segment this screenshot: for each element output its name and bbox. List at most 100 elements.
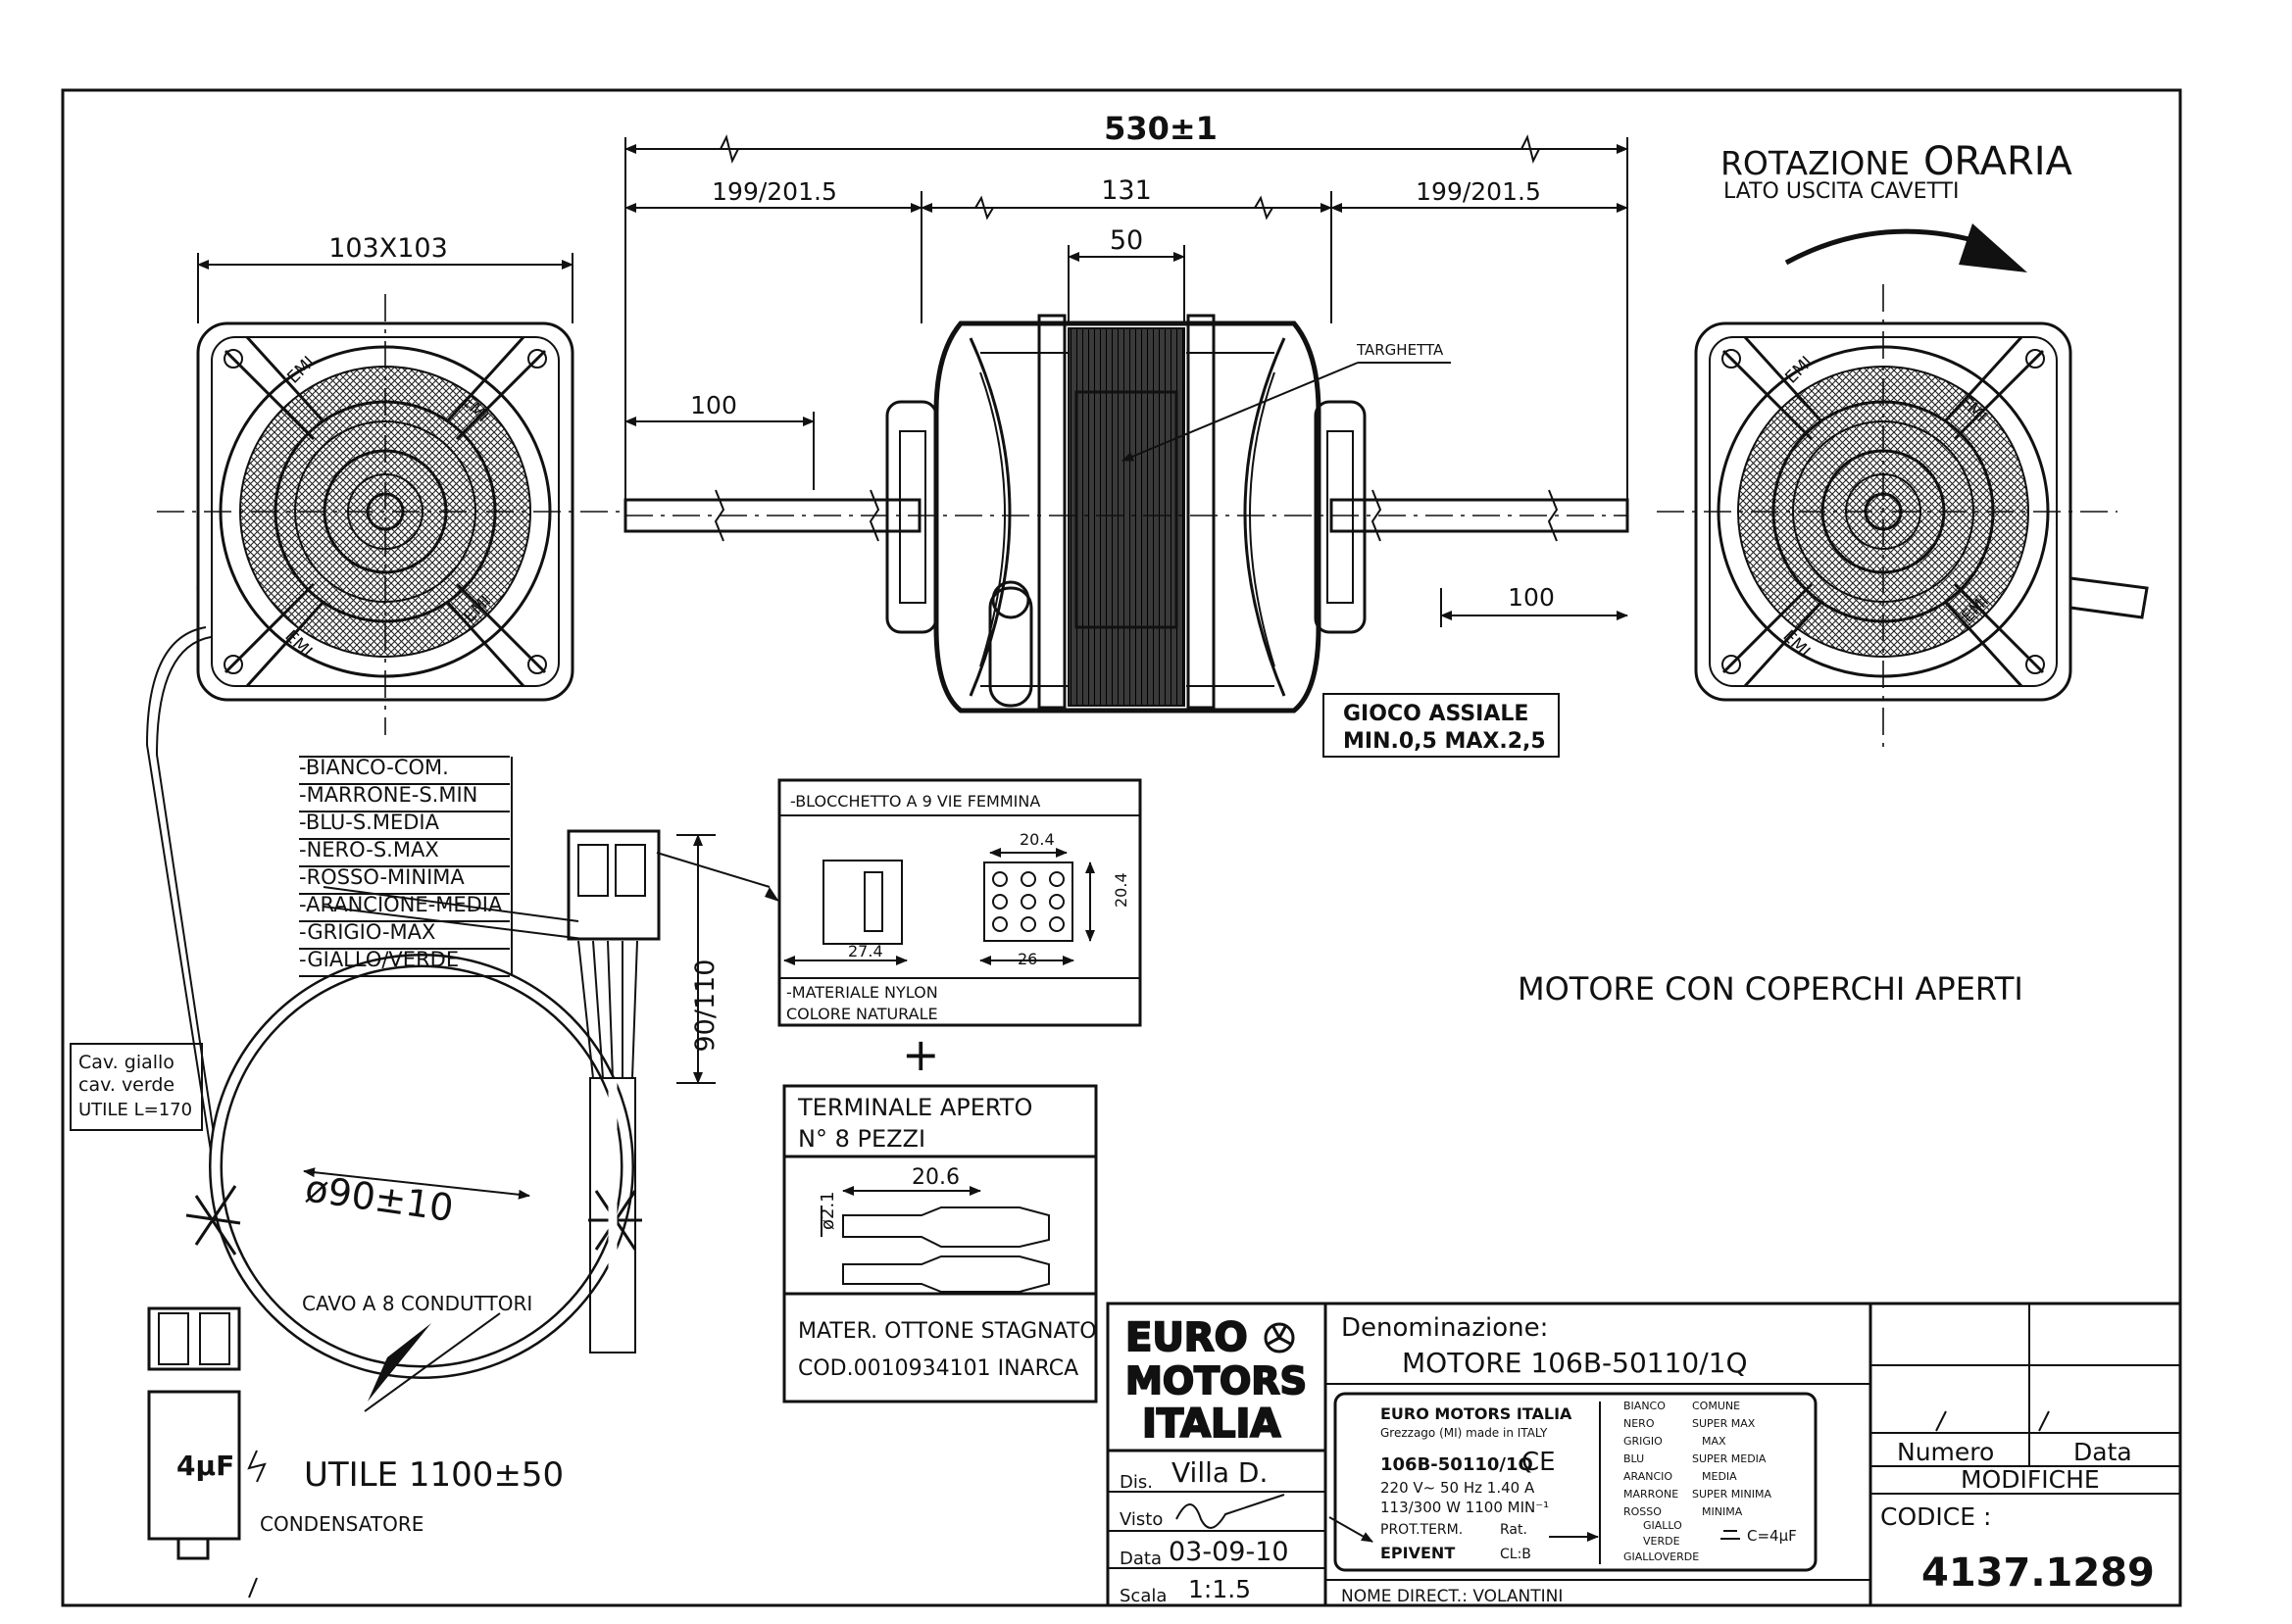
nameplate-wire-color: MARRONE	[1623, 1488, 1678, 1501]
nameplate-wire-color: NERO	[1623, 1417, 1655, 1430]
motor-side-view	[623, 314, 1629, 714]
logo-motors: MOTORS	[1125, 1359, 1307, 1403]
dim-coil-diameter: ø90±10	[303, 1166, 456, 1230]
dim-usable-length: UTILE 1100±50	[304, 1455, 564, 1495]
terminal-dim-diameter: ø2.1	[818, 1191, 838, 1230]
data-column-label: Data	[2073, 1438, 2132, 1466]
connector-material: -MATERIALE NYLON	[786, 983, 938, 1002]
rotation-arrow-icon	[1959, 223, 2027, 272]
scala-label: Scala	[1120, 1586, 1167, 1606]
nameplate-wire-speed: MAX	[1702, 1435, 1726, 1448]
axial-play-values: MIN.0,5 MAX.2,5	[1343, 729, 1546, 754]
terminal-material: MATER. OTTONE STAGNATO	[798, 1319, 1097, 1344]
dim-connector-drop: 90/110	[690, 960, 721, 1053]
cable-assembly	[93, 583, 779, 1599]
nameplate-capacitor: C=4µF	[1747, 1527, 1797, 1545]
wire-legend-item: -MARRONE-S.MIN	[299, 783, 477, 807]
nameplate-wire-speed: MEDIA	[1702, 1470, 1737, 1483]
nameplate-wire-color: GIALLOVERDE	[1623, 1550, 1699, 1563]
nameplate-wire-speed: COMUNE	[1692, 1400, 1740, 1412]
nameplate-wire-color: ARANCIO	[1623, 1470, 1672, 1483]
dim-shaft-right: 199/201.5	[1416, 177, 1541, 206]
nameplate-electrical: 220 V~ 50 Hz 1.40 A	[1380, 1479, 1535, 1497]
wire-legend-item: -GRIGIO-MAX	[299, 920, 435, 944]
rotation-note: ROTAZIONE ORARIA LATO USCITA CAVETTI	[1720, 139, 2073, 272]
nameplate-brand: EURO MOTORS ITALIA	[1380, 1404, 1572, 1423]
codice-value: 4137.1289	[1921, 1550, 2155, 1596]
connector-dim-top: 20.4	[1020, 830, 1055, 849]
capacitor-label: CONDENSATORE	[260, 1512, 424, 1536]
logo-italia: ITALIA	[1142, 1402, 1280, 1447]
dim-overall-length: 530±1	[1104, 110, 1218, 147]
nameplate-epivent: EPIVENT	[1380, 1544, 1455, 1562]
capacitor-value: 4µF	[176, 1450, 234, 1482]
terminal-dim-length: 20.6	[912, 1165, 960, 1190]
visto-label: Visto	[1120, 1509, 1163, 1530]
dis-value: Villa D.	[1171, 1456, 1268, 1489]
cable-label: CAVO A 8 CONDUTTORI	[302, 1292, 532, 1315]
connector-dim-width: 26	[1018, 950, 1037, 968]
modifiche-label: MODIFICHE	[1961, 1465, 2100, 1494]
dim-left-tip: 100	[690, 391, 737, 419]
connector-dim-side: 20.4	[1112, 872, 1130, 908]
nameplate-prot: PROT.TERM.	[1380, 1522, 1463, 1538]
wire-legend-item: -BLU-S.MEDIA	[299, 811, 440, 834]
left-end-view: EMI EMI EMI EMI	[157, 294, 627, 735]
ce-mark: CE	[1521, 1448, 1556, 1477]
terminal-code: COD.0010934101 INARCA	[798, 1356, 1078, 1381]
nameplate-wire-color: GIALLO	[1643, 1519, 1682, 1532]
codice-label: CODICE :	[1880, 1502, 1991, 1531]
signature	[1175, 1494, 1285, 1529]
denominazione-value: MOTORE 106B-50110/1Q	[1402, 1347, 1748, 1379]
denominazione-label: Denominazione:	[1341, 1313, 1548, 1343]
nameplate-wire-speed: MINIMA	[1702, 1505, 1743, 1518]
nameplate-wire-color: VERDE	[1643, 1535, 1680, 1548]
rotation-subtitle: LATO USCITA CAVETTI	[1723, 179, 1959, 204]
plus-sign: +	[902, 1028, 940, 1081]
targhetta-label: TARGHETTA	[1356, 341, 1444, 359]
dimension-lines-top	[197, 134, 1628, 627]
terminal-box	[782, 1084, 1098, 1403]
nameplate-wire-speed: SUPER MAX	[1692, 1417, 1756, 1430]
connector-title: -BLOCCHETTO A 9 VIE FEMMINA	[790, 792, 1040, 811]
ground-wire-note	[70, 1043, 203, 1131]
axial-play-box	[1322, 693, 1560, 758]
wire-legend-item: -GIALLO/VERDE	[299, 948, 459, 971]
terminal-title: TERMINALE APERTO	[797, 1094, 1032, 1121]
rotation-prefix: ROTAZIONE	[1720, 144, 1910, 182]
dim-flange: 103X103	[328, 233, 448, 264]
wire-legend-item: -ARANCIONE-MEDIA	[299, 893, 503, 916]
ground-wire-line3: UTILE L=170	[78, 1100, 192, 1120]
ground-wire-line1: Cav. giallo	[78, 1052, 174, 1073]
nome-direct: NOME DIRECT.: VOLANTINI	[1341, 1587, 1563, 1606]
dim-center: 50	[1110, 225, 1143, 256]
nameplate-wire-color: GRIGIO	[1623, 1435, 1663, 1448]
connector-dim-length: 27.4	[848, 942, 883, 960]
wire-legend-item: -ROSSO-MINIMA	[299, 865, 465, 889]
nameplate-wire-speed: SUPER MEDIA	[1692, 1452, 1767, 1465]
data-value: 03-09-10	[1169, 1537, 1289, 1567]
logo-euro: EURO	[1125, 1315, 1248, 1360]
nameplate-class: CL:B	[1500, 1547, 1531, 1562]
scala-value: 1:1.5	[1188, 1575, 1251, 1603]
rotation-direction: ORARIA	[1923, 139, 2073, 184]
connector-color: COLORE NATURALE	[786, 1005, 938, 1023]
nameplate-origin: Grezzago (MI) made in ITALY	[1380, 1426, 1548, 1440]
terminal-quantity: N° 8 PEZZI	[798, 1125, 925, 1153]
axial-play-title: GIOCO ASSIALE	[1343, 702, 1528, 726]
dim-right-tip: 100	[1508, 583, 1555, 612]
nameplate-rat: Rat.	[1500, 1522, 1527, 1538]
nameplate-wire-speed: SUPER MINIMA	[1692, 1488, 1771, 1501]
fan-logo-icon	[1264, 1322, 1295, 1353]
wire-legend-item: -NERO-S.MAX	[299, 838, 439, 861]
note-open-covers: MOTORE CON COPERCHI APERTI	[1518, 970, 2023, 1008]
dim-shaft-left: 199/201.5	[712, 177, 837, 206]
nameplate-power: 113/300 W 1100 MIN⁻¹	[1380, 1499, 1549, 1516]
wire-legend-item: -BIANCO-COM.	[299, 756, 449, 779]
nameplate-wire-color: BIANCO	[1623, 1400, 1666, 1412]
dim-body-length: 131	[1101, 175, 1152, 206]
